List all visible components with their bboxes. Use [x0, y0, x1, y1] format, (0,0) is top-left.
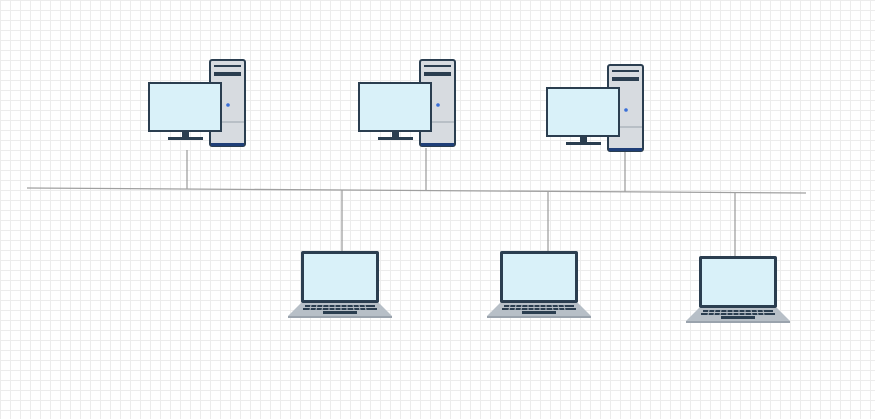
laptop-icon[interactable]: [487, 251, 591, 318]
bus-backbone-line: [26, 187, 807, 194]
laptop-icon[interactable]: [686, 256, 790, 323]
desktop-computer-icon[interactable]: [149, 60, 245, 146]
desktop-computer-icon[interactable]: [547, 65, 643, 151]
desktop-computer-icon[interactable]: [359, 60, 455, 146]
laptop-icon[interactable]: [288, 251, 392, 318]
